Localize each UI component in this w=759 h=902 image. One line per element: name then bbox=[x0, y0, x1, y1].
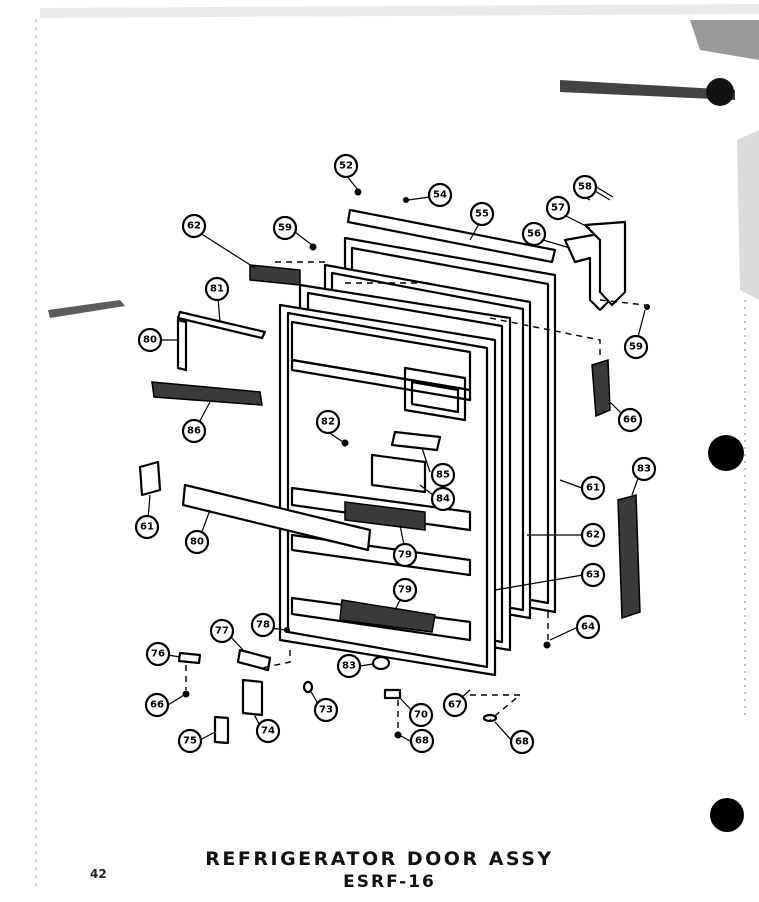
page-number: 42 bbox=[90, 867, 107, 881]
callout-79-upper-label: 79 bbox=[398, 550, 412, 561]
callout-56: 56 bbox=[521, 221, 547, 247]
callout-85-label: 85 bbox=[436, 470, 450, 481]
callout-52: 52 bbox=[333, 153, 359, 179]
callout-78-label: 78 bbox=[256, 620, 270, 631]
callout-61-left-label: 61 bbox=[140, 522, 154, 533]
callout-62-top: 62 bbox=[181, 213, 207, 239]
callout-74: 74 bbox=[255, 718, 281, 744]
door-liner bbox=[278, 303, 497, 677]
model-number: ESRF-16 bbox=[343, 872, 436, 892]
callout-86: 86 bbox=[181, 418, 207, 444]
callout-83-right: 83 bbox=[631, 456, 657, 482]
callout-59-right-label: 59 bbox=[629, 342, 643, 353]
callout-56-label: 56 bbox=[527, 229, 541, 240]
callout-70: 70 bbox=[408, 702, 434, 728]
callout-80-bar-label: 80 bbox=[190, 537, 204, 548]
callout-68-right-label: 68 bbox=[515, 737, 529, 748]
callout-75-label: 75 bbox=[183, 736, 197, 747]
callout-63: 63 bbox=[580, 562, 606, 588]
callout-66-right: 66 bbox=[617, 407, 643, 433]
callout-73-label: 73 bbox=[319, 705, 333, 716]
callout-55-label: 55 bbox=[475, 209, 489, 220]
callout-66-right-label: 66 bbox=[623, 415, 637, 426]
hinge-bracket bbox=[563, 181, 627, 312]
diagram-title: REFRIGERATOR DOOR ASSY bbox=[205, 848, 554, 870]
callout-83-right-label: 83 bbox=[637, 464, 651, 475]
callout-54-label: 54 bbox=[433, 190, 447, 201]
callout-78: 78 bbox=[250, 612, 276, 638]
callout-66-bottom: 66 bbox=[144, 692, 170, 718]
callout-76: 76 bbox=[145, 641, 171, 667]
callout-54: 54 bbox=[427, 182, 453, 208]
callout-86-label: 86 bbox=[187, 426, 201, 437]
top-trim-bar bbox=[346, 208, 557, 264]
callout-75: 75 bbox=[177, 728, 203, 754]
callout-81-label: 81 bbox=[210, 284, 224, 295]
callout-80-bar: 80 bbox=[184, 529, 210, 555]
callout-77-label: 77 bbox=[215, 626, 229, 637]
callout-63-label: 63 bbox=[586, 570, 600, 581]
callout-82: 82 bbox=[315, 409, 341, 435]
callout-84: 84 bbox=[430, 486, 456, 512]
callout-68-right: 68 bbox=[509, 729, 535, 755]
callout-73: 73 bbox=[313, 697, 339, 723]
callout-61-right: 61 bbox=[580, 475, 606, 501]
bottom-hinge-parts bbox=[177, 188, 650, 745]
hatched-parts bbox=[151, 264, 641, 633]
left-parts bbox=[138, 310, 442, 552]
callout-58-label: 58 bbox=[578, 182, 592, 193]
callout-66-bottom-label: 66 bbox=[150, 700, 164, 711]
callout-64: 64 bbox=[575, 614, 601, 640]
callout-68-bottom-label: 68 bbox=[415, 736, 429, 747]
callout-67-label: 67 bbox=[448, 700, 462, 711]
callout-62-right-label: 62 bbox=[586, 530, 600, 541]
callout-80-top: 80 bbox=[137, 327, 163, 353]
callout-59-top-label: 59 bbox=[278, 223, 292, 234]
callout-79-lower-label: 79 bbox=[398, 585, 412, 596]
callout-70-label: 70 bbox=[414, 710, 428, 721]
callout-67: 67 bbox=[442, 692, 468, 718]
callout-57-label: 57 bbox=[551, 203, 565, 214]
callout-80-top-label: 80 bbox=[143, 335, 157, 346]
callout-84-label: 84 bbox=[436, 494, 450, 505]
callout-52-label: 52 bbox=[339, 161, 353, 172]
callout-83-bottom-label: 83 bbox=[342, 661, 356, 672]
callout-79-lower: 79 bbox=[392, 577, 418, 603]
callout-68-bottom: 68 bbox=[409, 728, 435, 754]
callout-81: 81 bbox=[204, 276, 230, 302]
callout-61-right-label: 61 bbox=[586, 483, 600, 494]
callout-59-top: 59 bbox=[272, 215, 298, 241]
callout-74-label: 74 bbox=[261, 726, 275, 737]
callout-76-label: 76 bbox=[151, 649, 165, 660]
callout-59-right: 59 bbox=[623, 334, 649, 360]
callout-55: 55 bbox=[469, 201, 495, 227]
assembly-lines bbox=[185, 261, 646, 730]
callout-64-label: 64 bbox=[581, 622, 595, 633]
callout-85: 85 bbox=[430, 462, 456, 488]
callout-83-bottom: 83 bbox=[336, 653, 362, 679]
callout-58: 58 bbox=[572, 174, 598, 200]
scan-artifacts bbox=[35, 4, 759, 890]
callout-77: 77 bbox=[209, 618, 235, 644]
callout-79-upper: 79 bbox=[392, 542, 418, 568]
callout-82-label: 82 bbox=[321, 417, 335, 428]
callout-62-right: 62 bbox=[580, 522, 606, 548]
callout-57: 57 bbox=[545, 195, 571, 221]
callout-61-left: 61 bbox=[134, 514, 160, 540]
callout-62-top-label: 62 bbox=[187, 221, 201, 232]
